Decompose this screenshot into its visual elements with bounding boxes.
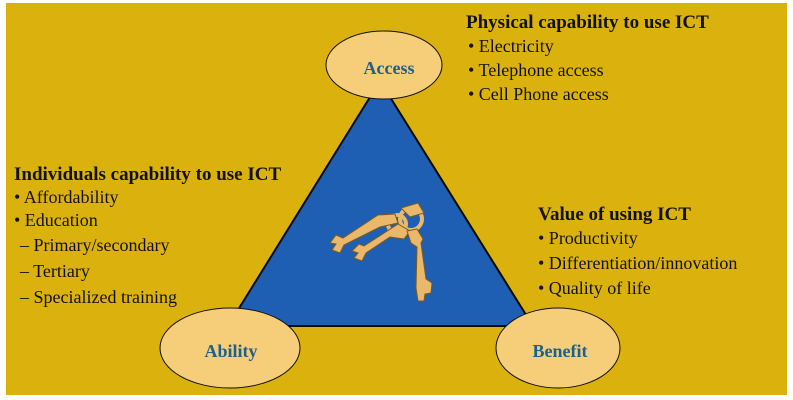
ability-subitem-specialized-training: – Specialized training xyxy=(20,287,177,307)
ability-description: Individuals capability to use ICT • Affo… xyxy=(14,164,281,310)
ability-subitem-primary-secondary: – Primary/secondary xyxy=(20,235,170,255)
benefit-item-differentiation: • Differentiation/innovation xyxy=(538,253,738,273)
access-item-cell-phone: • Cell Phone access xyxy=(468,84,609,104)
access-node xyxy=(325,30,443,100)
access-ability-benefit-diagram xyxy=(159,30,621,389)
access-list: • Electricity • Telephone access • Cell … xyxy=(466,34,709,106)
ability-item-education: • Education xyxy=(14,210,98,230)
benefit-item-quality-of-life: • Quality of life xyxy=(538,278,651,298)
keys-icon xyxy=(329,202,433,302)
access-description: Physical capability to use ICT • Electri… xyxy=(466,12,709,106)
access-item-telephone: • Telephone access xyxy=(468,60,604,80)
benefit-description: Value of using ICT • Productivity • Diff… xyxy=(538,204,737,301)
ability-node-label: Ability xyxy=(204,341,258,361)
access-node-label: Access xyxy=(363,58,415,78)
triangle xyxy=(226,79,535,327)
benefit-node xyxy=(495,307,621,389)
benefit-heading: Value of using ICT xyxy=(538,204,691,225)
benefit-list: • Productivity • Differentiation/innovat… xyxy=(538,226,737,301)
ability-subitem-tertiary: – Tertiary xyxy=(20,261,90,281)
diagram-panel: Access Ability Benefit Physical capabili… xyxy=(6,3,787,395)
ability-list: • Affordability • Education – Primary/se… xyxy=(14,186,281,310)
ability-item-affordability: • Affordability xyxy=(14,187,119,207)
benefit-node-label: Benefit xyxy=(532,341,588,361)
access-heading: Physical capability to use ICT xyxy=(466,12,709,33)
benefit-item-productivity: • Productivity xyxy=(538,228,638,248)
ability-node xyxy=(159,307,301,389)
access-item-electricity: • Electricity xyxy=(468,36,554,56)
ability-heading: Individuals capability to use ICT xyxy=(14,164,282,185)
